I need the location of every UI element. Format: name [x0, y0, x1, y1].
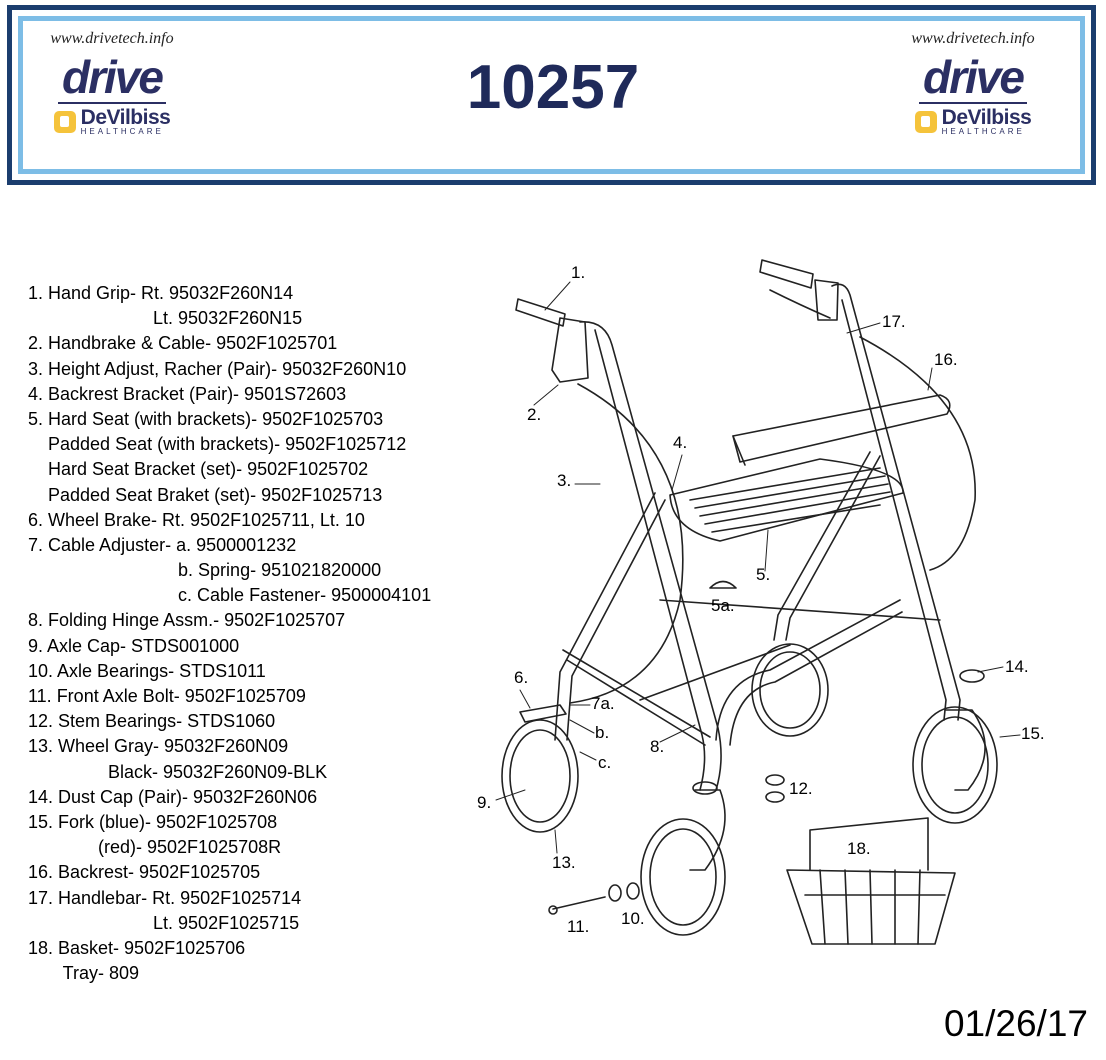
parts-list-line: b. Spring- 951021820000 — [28, 560, 382, 581]
folding-hinge-brace — [562, 649, 711, 746]
model-number-title: 10257 — [466, 53, 640, 122]
left-rear-tube — [554, 492, 656, 741]
parts-list-line: Tray- 809 — [28, 963, 140, 984]
brake-cable-left — [569, 383, 684, 704]
parts-list-line: 9. Axle Cap- STDS001000 — [28, 635, 240, 656]
header-inner-border — [18, 16, 1085, 174]
website-url[interactable]: www.drivetech.info — [50, 30, 174, 47]
parts-list-line: 13. Wheel Gray- 95032F260N09 — [28, 736, 289, 757]
callout-4: 4. — [673, 433, 688, 452]
left-front-tube — [579, 321, 722, 791]
callout-5: 5. — [756, 565, 771, 584]
parts-list-line: 5. Hard Seat (with brackets)- 9502F10257… — [28, 408, 384, 429]
handbrake-right — [814, 279, 839, 321]
seat — [669, 458, 904, 542]
brand-logo-right: www.drivetech.info drive DeVilbiss HEALT… — [898, 30, 1048, 136]
parts-list-line: Padded Seat Braket (set)- 9502F1025713 — [28, 484, 383, 505]
parts-list-line: 8. Folding Hinge Assm.- 9502F1025707 — [28, 610, 346, 631]
parts-list-line: 17. Handlebar- Rt. 9502F1025714 — [28, 887, 302, 908]
devilbiss-logo-icon — [914, 110, 937, 133]
rear-right-wheel — [751, 643, 829, 737]
parts-list-line: 11. Front Axle Bolt- 9502F1025709 — [28, 686, 306, 706]
brake-lever-right — [769, 289, 831, 319]
right-front-tube — [831, 283, 961, 721]
header-banner — [7, 5, 1096, 185]
callout-13: 13. — [552, 853, 576, 872]
brake-cable-right — [859, 336, 976, 571]
parts-list-line: Lt. 95032F260N15 — [28, 308, 303, 329]
callout-3: 3. — [557, 471, 572, 490]
callout-15: 15. — [1021, 724, 1045, 743]
devilbiss-tagline: HEALTHCARE — [80, 127, 164, 136]
callout-7b: b. — [595, 723, 610, 742]
front-left-caster — [640, 818, 726, 936]
parts-list-line: Padded Seat (with brackets)- 9502F102571… — [28, 434, 407, 455]
parts-list-line: 2. Handbrake & Cable- 9502F1025701 — [28, 333, 338, 354]
devilbiss-name: DeVilbiss — [80, 106, 171, 129]
callout-17: 17. — [882, 312, 906, 331]
devilbiss-logo-icon — [53, 110, 76, 133]
parts-list-line: 4. Backrest Bracket (Pair)- 9501S72603 — [28, 383, 347, 404]
revision-date: 01/26/17 — [943, 1003, 1088, 1044]
parts-list-line: 7. Cable Adjuster- a. 9500001232 — [28, 534, 297, 555]
parts-list-line: 1. Hand Grip- Rt. 95032F260N14 — [28, 283, 294, 303]
callout-10: 10. — [621, 909, 645, 928]
callout-2: 2. — [527, 405, 542, 424]
callout-1: 1. — [571, 263, 586, 282]
backrest — [732, 394, 951, 463]
parts-list: 1. Hand Grip- Rt. 95032F260N14 Lt. 95032… — [28, 281, 431, 986]
parts-list-line: 18. Basket- 9502F1025706 — [28, 937, 246, 958]
parts-list-line: 12. Stem Bearings- STDS1060 — [28, 711, 276, 732]
callout-6: 6. — [514, 668, 529, 687]
parts-list-line: c. Cable Fastener- 9500004101 — [28, 585, 432, 606]
basket — [786, 869, 956, 945]
callout-7a: 7a. — [591, 694, 615, 713]
front-right-caster — [912, 706, 998, 824]
devilbiss-tagline: HEALTHCARE — [941, 127, 1025, 136]
drive-logo: drive — [919, 54, 1027, 104]
parts-list-line: 14. Dust Cap (Pair)- 95032F260N06 — [28, 786, 318, 807]
callout-12: 12. — [789, 779, 813, 798]
callout-16: 16. — [934, 350, 958, 369]
parts-list-line: (red)- 9502F1025708R — [28, 837, 282, 858]
callout-18: 18. — [847, 839, 871, 858]
brand-logo-left: www.drivetech.info drive DeVilbiss HEALT… — [37, 30, 187, 136]
cable-fastener-5a — [709, 580, 737, 589]
wheel-brake — [519, 704, 567, 723]
website-url[interactable]: www.drivetech.info — [911, 30, 1035, 47]
left-hand-grip — [515, 298, 566, 327]
right-rear-tube — [773, 451, 871, 641]
drive-logo: drive — [58, 54, 166, 104]
parts-list-line: 15. Fork (blue)- 9502F1025708 — [28, 811, 278, 832]
callout-7c: c. — [598, 753, 612, 772]
parts-list-line: Lt. 9502F1025715 — [28, 912, 300, 933]
callout-14: 14. — [1005, 657, 1029, 676]
rear-left-wheel — [501, 719, 579, 833]
fork-left — [689, 789, 726, 871]
callout-5a: 5a. — [711, 596, 735, 615]
right-hand-grip — [759, 259, 814, 289]
callout-11: 11. — [567, 917, 590, 936]
parts-list-line: Hard Seat Bracket (set)- 9502F1025702 — [28, 459, 369, 480]
parts-list-line: 3. Height Adjust, Racher (Pair)- 95032F2… — [28, 358, 407, 379]
parts-list-line: 6. Wheel Brake- Rt. 9502F1025711, Lt. 10 — [28, 509, 365, 530]
callout-9: 9. — [477, 793, 492, 812]
parts-list-line: 10. Axle Bearings- STDS1011 — [28, 660, 266, 681]
stem-bearing — [765, 774, 785, 786]
fork-right — [944, 709, 986, 791]
front-crossbar — [715, 599, 901, 741]
axle-bolt — [552, 896, 606, 910]
callout-8: 8. — [650, 737, 665, 756]
dust-cap — [959, 669, 985, 683]
axle-bearing — [608, 884, 622, 902]
parts-list-line: 16. Backrest- 9502F1025705 — [28, 862, 261, 883]
devilbiss-name: DeVilbiss — [941, 106, 1032, 129]
handbrake-left — [551, 317, 589, 383]
parts-list-line: Black- 95032F260N09-BLK — [28, 761, 328, 782]
